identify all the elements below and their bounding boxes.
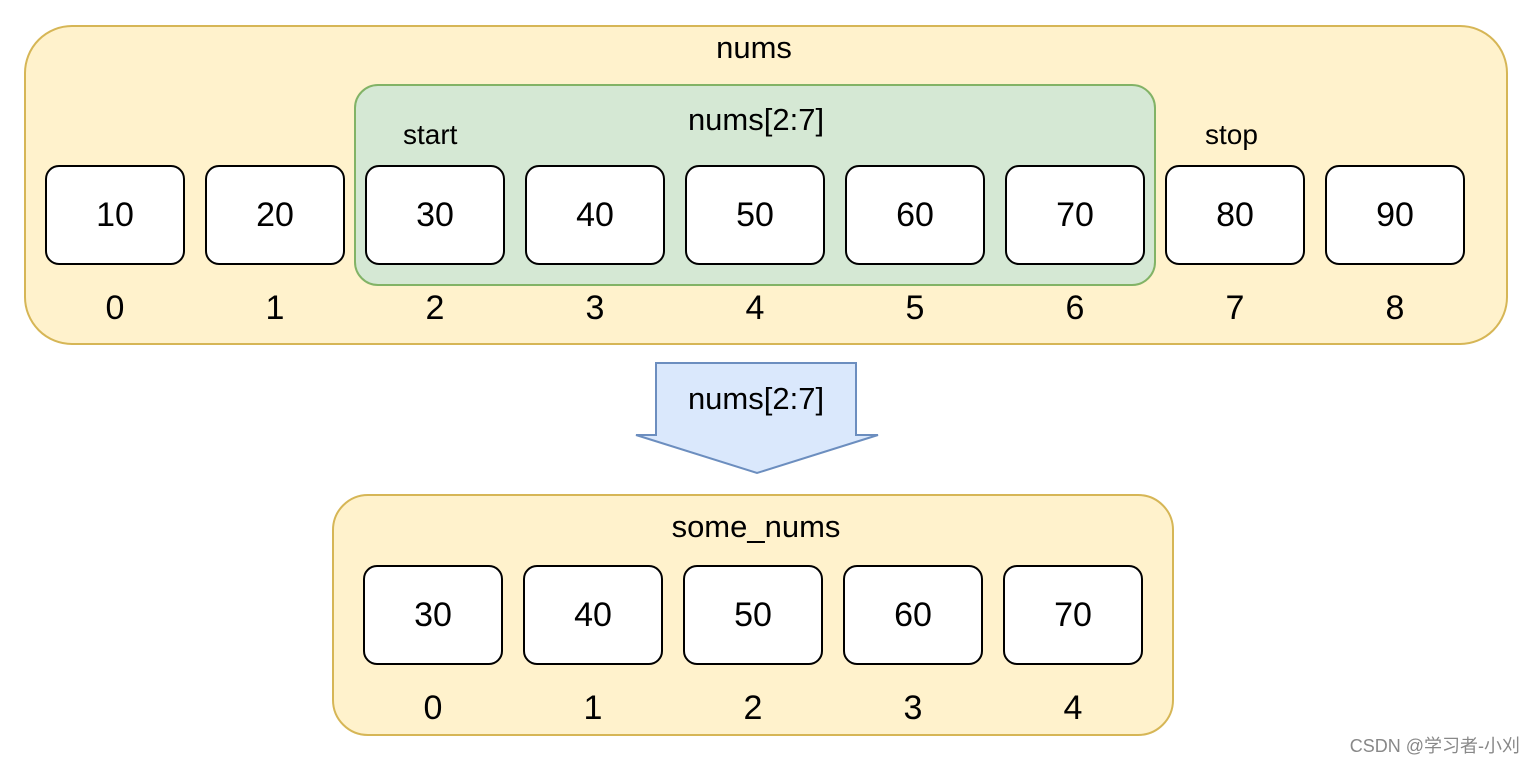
some-nums-cell-2: 50	[683, 565, 823, 665]
some-nums-cell-0: 30	[363, 565, 503, 665]
nums-index-1: 1	[265, 289, 285, 327]
nums-index-8: 8	[1385, 289, 1405, 327]
some-nums-index-4: 4	[1063, 689, 1083, 727]
nums-cell-6: 70	[1005, 165, 1145, 265]
nums-title: nums	[716, 30, 792, 65]
some-nums-index-1: 1	[583, 689, 603, 727]
down-arrow-icon	[635, 362, 879, 475]
nums-cell-5: 60	[845, 165, 985, 265]
some-nums-cell-1: 40	[523, 565, 663, 665]
some-nums-cell-3: 60	[843, 565, 983, 665]
stop-marker: stop	[1205, 119, 1258, 150]
nums-cell-7: 80	[1165, 165, 1305, 265]
nums-index-5: 5	[905, 289, 925, 327]
arrow-label: nums[2:7]	[687, 381, 825, 416]
some-nums-index-3: 3	[903, 689, 923, 727]
some-nums-cell-4: 70	[1003, 565, 1143, 665]
watermark: CSDN @学习者-小刈	[1349, 736, 1520, 756]
nums-index-0: 0	[105, 289, 125, 327]
nums-cell-0: 10	[45, 165, 185, 265]
nums-index-4: 4	[745, 289, 765, 327]
some-nums-index-2: 2	[743, 689, 763, 727]
nums-cell-8: 90	[1325, 165, 1465, 265]
nums-cell-4: 50	[685, 165, 825, 265]
nums-cell-1: 20	[205, 165, 345, 265]
nums-index-6: 6	[1065, 289, 1085, 327]
some-nums-title: some_nums	[671, 509, 841, 544]
some-nums-index-0: 0	[423, 689, 443, 727]
nums-cell-3: 40	[525, 165, 665, 265]
nums-index-3: 3	[585, 289, 605, 327]
nums-index-2: 2	[425, 289, 445, 327]
slice-title: nums[2:7]	[687, 102, 825, 137]
nums-cell-2: 30	[365, 165, 505, 265]
start-marker: start	[403, 119, 458, 150]
nums-index-7: 7	[1225, 289, 1245, 327]
